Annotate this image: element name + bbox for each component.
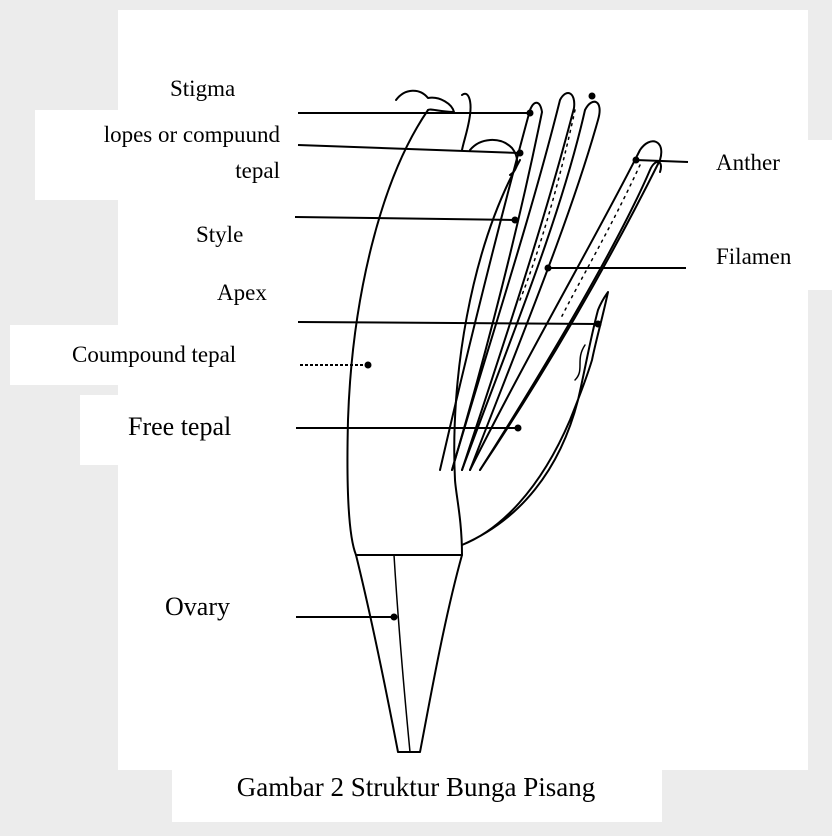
dot-ovary (391, 614, 398, 621)
label-lopes-line1: lopes or compuund (40, 122, 280, 148)
figure-caption: Gambar 2 Struktur Bunga Pisang (0, 772, 832, 803)
label-filamen: Filamen (716, 244, 791, 270)
stigma-lobe-left (396, 91, 454, 112)
free-tepal-outline (462, 292, 608, 545)
stamen-4 (470, 141, 661, 470)
dot-filamen (545, 265, 552, 272)
leader-apex (298, 322, 598, 324)
stamen-3 (462, 102, 600, 470)
leader-style (295, 217, 515, 220)
leader-lopes (298, 145, 520, 153)
stigma-lobe-right (470, 140, 517, 175)
ovary-outline (356, 555, 462, 752)
dot-stigma (527, 110, 534, 117)
label-anther: Anther (716, 150, 780, 176)
label-stigma: Stigma (170, 76, 235, 102)
leader-anther (636, 160, 688, 162)
anther-stipple-2 (560, 165, 640, 320)
stigma-lobe-mid (462, 94, 471, 150)
dot-lopes (517, 150, 524, 157)
label-lopes-line2: tepal (40, 158, 280, 184)
label-apex: Apex (217, 280, 267, 306)
dot-coumpound (365, 362, 372, 369)
dot-style (512, 217, 519, 224)
dot-anther (633, 157, 640, 164)
label-free-tepal: Free tepal (128, 412, 231, 442)
dot-apex (595, 321, 602, 328)
ovary-midline (394, 555, 410, 752)
label-coumpound-tepal: Coumpound tepal (72, 342, 236, 368)
label-ovary: Ovary (165, 592, 230, 622)
dot-free-tepal (515, 425, 522, 432)
label-style: Style (196, 222, 243, 248)
dot-stigma-top (589, 93, 596, 100)
